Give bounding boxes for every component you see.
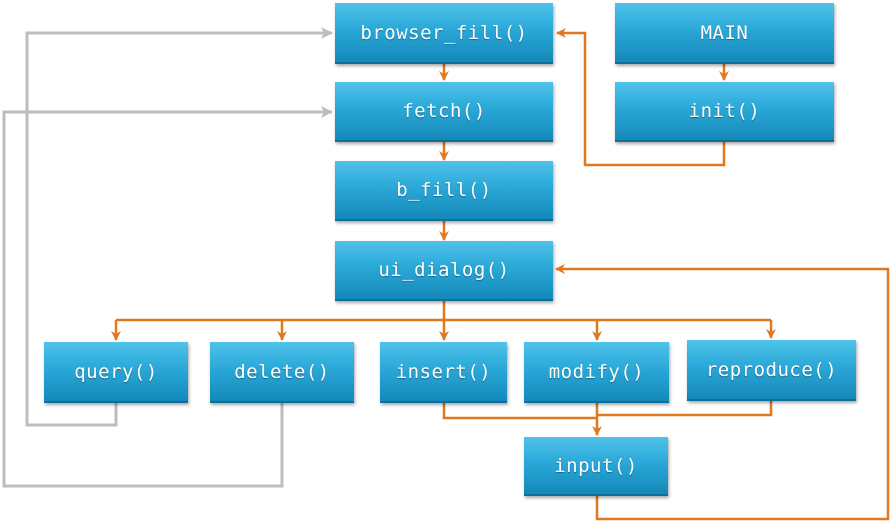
modify-label: modify() xyxy=(548,360,645,383)
init-label: init() xyxy=(688,100,761,122)
b-fill-label: b_fill() xyxy=(396,179,492,201)
modify-node[interactable]: modify() xyxy=(524,342,669,403)
delete-return-arrow xyxy=(2,106,333,488)
insert-node[interactable]: insert() xyxy=(380,342,507,403)
init-node[interactable]: init() xyxy=(615,82,834,142)
arrow-input-to-uidialog xyxy=(555,264,890,521)
browser-fill-label: browser_fill() xyxy=(360,21,528,44)
reproduce-node[interactable]: reproduce() xyxy=(687,340,856,401)
ui-dialog-node[interactable]: ui_dialog() xyxy=(335,241,553,301)
fetch-node[interactable]: fetch() xyxy=(335,82,553,142)
fetch-label: fetch() xyxy=(402,100,486,122)
delete-node[interactable]: delete() xyxy=(210,342,354,403)
main-node[interactable]: MAIN xyxy=(615,3,834,64)
query-node[interactable]: query() xyxy=(44,342,188,403)
input-label: input() xyxy=(554,454,638,477)
input-node[interactable]: input() xyxy=(524,437,668,496)
insert-label: insert() xyxy=(395,360,492,383)
b-fill-node[interactable]: b_fill() xyxy=(335,161,553,221)
query-label: query() xyxy=(74,360,158,383)
reproduce-merge-line xyxy=(597,401,773,417)
main-label: MAIN xyxy=(700,21,749,44)
reproduce-label: reproduce() xyxy=(705,358,838,381)
browser-fill-node[interactable]: browser_fill() xyxy=(335,3,553,64)
arrow-init-to-browserfill xyxy=(556,28,726,167)
query-return-arrow xyxy=(25,27,333,427)
ui-dialog-label: ui_dialog() xyxy=(378,259,510,281)
insert-merge-line xyxy=(442,403,597,420)
delete-label: delete() xyxy=(234,360,330,383)
